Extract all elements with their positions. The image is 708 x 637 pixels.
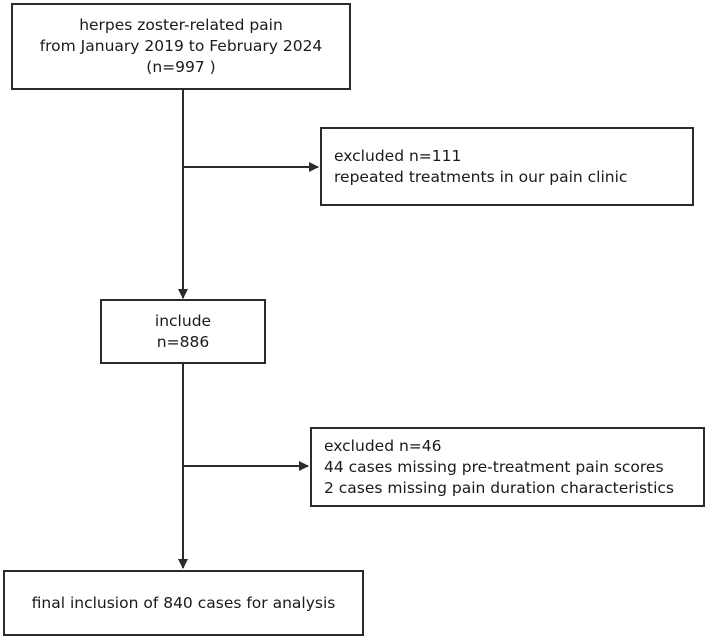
start-box-line-3: (n=997 ) — [146, 58, 216, 76]
include-line-2: n=886 — [156, 332, 210, 351]
exclusion-2-line-3: 2 cases missing pain duration characteri… — [324, 478, 675, 497]
exclusion-1-line-1: excluded n=111 — [334, 146, 462, 165]
final-box: final inclusion of 840 cases for analysi… — [3, 570, 364, 636]
include-line-1: include — [154, 311, 212, 330]
start-box-line-2: from January 2019 to February 2024 — [39, 37, 323, 55]
start-box: herpes zoster-related pain from January … — [11, 3, 351, 90]
start-box-line-1: herpes zoster-related pain — [79, 16, 283, 34]
exclusion-2-line-1: excluded n=46 — [324, 436, 442, 455]
exclusion-box-2: excluded n=46 44 cases missing pre-treat… — [310, 427, 705, 507]
exclusion-box-1: excluded n=111 repeated treatments in ou… — [320, 127, 694, 206]
exclusion-1-line-2: repeated treatments in our pain clinic — [334, 167, 628, 186]
include-box: include n=886 — [100, 299, 266, 364]
exclusion-2-line-2: 44 cases missing pre-treatment pain scor… — [324, 457, 664, 476]
final-line-1: final inclusion of 840 cases for analysi… — [31, 593, 336, 612]
